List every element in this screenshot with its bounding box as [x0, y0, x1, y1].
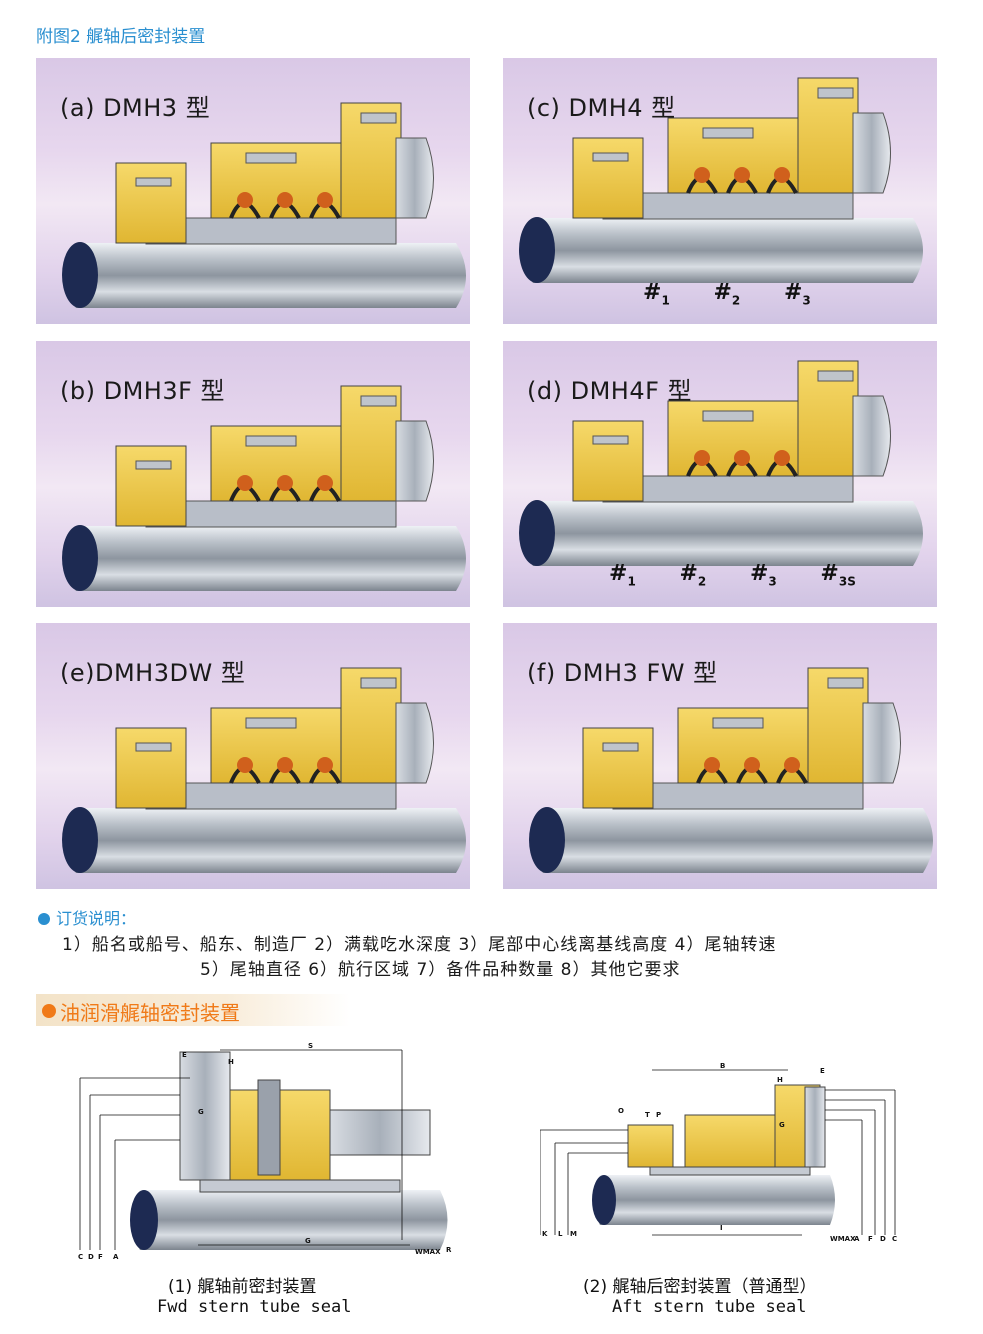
bullet-icon: [38, 913, 50, 925]
panel-label: (c) DMH4 型: [527, 94, 676, 122]
panel-label: (e)DMH3DW 型: [60, 659, 246, 687]
svg-text:M: M: [570, 1230, 577, 1238]
order-line-1: 1）船名或船号、船东、制造厂 2）满载吃水深度 3）尾部中心线离基线高度 4）尾…: [62, 935, 777, 955]
bullet-icon: [42, 1004, 56, 1018]
panel-dmh4: (c) DMH4 型 #1 #2 #3: [503, 58, 937, 324]
panel-label: (d) DMH4F 型: [527, 377, 693, 405]
svg-text:C: C: [78, 1253, 83, 1261]
svg-text:P: P: [656, 1111, 661, 1119]
panel-label: (f) DMH3 FW 型: [527, 659, 718, 687]
svg-text:O: O: [618, 1107, 624, 1115]
panel-dmh3f: (b) DMH3F 型: [36, 341, 470, 607]
panel-label: (b) DMH3F 型: [60, 377, 226, 405]
svg-text:H: H: [777, 1076, 783, 1084]
panel-dmh3fw: (f) DMH3 FW 型: [503, 623, 937, 889]
svg-text:E: E: [182, 1051, 187, 1059]
seal-marks: #1 #2 #3: [643, 280, 811, 308]
fwd-seal-drawing: E H S G C D F A G WMAX R: [78, 1042, 452, 1261]
panel-label: (a) DMH3 型: [60, 94, 211, 122]
svg-text:S: S: [308, 1042, 313, 1050]
svg-text:K: K: [542, 1230, 548, 1238]
svg-text:F: F: [868, 1235, 873, 1243]
svg-text:WMAX: WMAX: [415, 1248, 441, 1256]
svg-text:L: L: [558, 1230, 563, 1238]
figure-title: 附图2 艉轴后密封装置: [36, 27, 206, 47]
svg-text:G: G: [305, 1237, 311, 1245]
svg-text:H: H: [228, 1058, 234, 1066]
svg-text:T: T: [645, 1111, 650, 1119]
aft-seal-caption-en: Aft stern tube seal: [612, 1297, 807, 1317]
panel-dmh3: (a) DMH3 型: [36, 58, 470, 324]
panel-dmh3dw: (e)DMH3DW 型: [36, 623, 470, 889]
aft-seal-caption-cn: (2) 艉轴后密封装置（普通型）: [583, 1277, 817, 1297]
svg-text:G: G: [779, 1121, 785, 1129]
seal-marks: #1 #2 #3 #3S: [609, 561, 856, 589]
svg-text:D: D: [88, 1253, 94, 1261]
oil-section-heading: 油润滑艉轴密封装置: [36, 994, 350, 1026]
svg-text:D: D: [880, 1235, 886, 1243]
order-heading: 订货说明：: [38, 905, 136, 929]
svg-text:A: A: [854, 1235, 860, 1243]
svg-text:F: F: [98, 1253, 103, 1261]
svg-text:I: I: [720, 1224, 723, 1232]
svg-text:A: A: [113, 1253, 119, 1261]
fwd-seal-caption-cn: (1) 艉轴前密封装置: [168, 1277, 317, 1297]
svg-text:R: R: [446, 1246, 452, 1254]
aft-seal-drawing: B H E O T P G K L M I WMAX A F D C: [540, 1062, 897, 1243]
svg-text:G: G: [198, 1108, 204, 1116]
order-line-2: 5）尾轴直径 6）航行区域 7）备件品种数量 8）其他它要求: [200, 960, 681, 980]
fwd-seal-caption-en: Fwd stern tube seal: [157, 1297, 352, 1317]
svg-text:WMAX: WMAX: [830, 1235, 856, 1243]
panel-dmh4f: (d) DMH4F 型 #1 #2 #3 #3S: [503, 341, 937, 607]
svg-text:E: E: [820, 1067, 825, 1075]
svg-text:B: B: [720, 1062, 725, 1070]
svg-text:C: C: [892, 1235, 897, 1243]
